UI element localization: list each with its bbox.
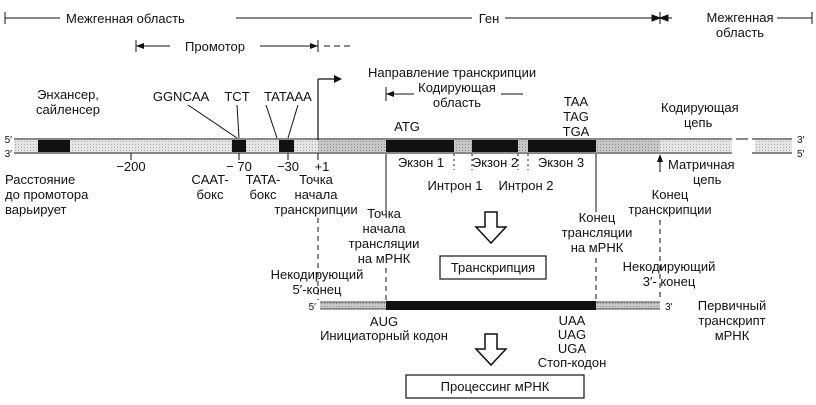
stop-dna-taa: TAA [564, 94, 589, 109]
stop-rna-uaa: UAA [559, 313, 586, 328]
tx-end-label-2: транскрипции [628, 202, 711, 217]
stop-rna-uag: UAG [558, 327, 586, 342]
transcription-box: Транскрипция [439, 255, 547, 280]
dna-3prime-top: 3′ [797, 135, 805, 146]
dna-5prime-top: 5′ [5, 135, 13, 146]
caat-box-label-1: CAAT- [191, 172, 228, 187]
down-arrow-transcription [474, 211, 508, 245]
intron2-block [518, 140, 528, 152]
caat-box-label-2: бокс [196, 187, 224, 202]
tct-label: TCT [224, 89, 249, 104]
pos-plus1: +1 [315, 159, 330, 174]
enhancer-label-2: сайленсер [36, 102, 100, 117]
pos-minus70: − 70 [226, 159, 252, 174]
tl-start-label-1: Точка [367, 206, 402, 221]
aug-label: AUG [370, 314, 398, 329]
exon3-label: Экзон 3 [538, 155, 584, 170]
pos-minus30: −30 [277, 159, 299, 174]
tataaa-label: TATAAA [264, 89, 312, 104]
promoter-bracket [135, 40, 354, 52]
rna-utr3 [596, 302, 660, 309]
tl-start-label-3: трансляции [349, 236, 420, 251]
transcription-box-label: Транскрипция [451, 260, 535, 275]
coding-strand-label-1: Кодирующая [661, 100, 739, 115]
intergenic-right-label-2: область [716, 25, 764, 40]
rna-3prime: 3′ [665, 302, 673, 313]
exon1-label: Экзон 1 [398, 155, 444, 170]
dna-3prime-bottom: 3′ [5, 149, 13, 160]
tata-box-block [279, 140, 294, 152]
caat-box-block [232, 140, 246, 152]
intergenic-right-label-1: Межгенная [706, 10, 773, 25]
atg-label: ATG [394, 119, 420, 134]
coding-region-bracket [385, 87, 523, 101]
coding-strand-label-2: цепь [684, 115, 713, 130]
tl-end-label-2: трансляции [562, 225, 633, 240]
processing-box: Процессинг мРНК [405, 374, 585, 399]
promoter-label: Промотор [185, 39, 245, 54]
stop-codon-label: Стоп-кодон [538, 355, 607, 370]
template-strand-arrow [657, 154, 663, 172]
stop-dna-tag: TAG [563, 109, 589, 124]
tx-start-label-2: начала [295, 187, 339, 202]
dna-double-strand [14, 138, 792, 154]
exon2-label: Экзон 2 [472, 155, 518, 170]
tx-start-label-1: Точка [299, 172, 334, 187]
distance-label-1: Расстояние [5, 172, 75, 187]
stop-dna-tga: TGA [563, 124, 590, 139]
tl-start-label-4: на мРНК [358, 251, 411, 266]
coding-region-label-2: область [433, 95, 481, 110]
tl-end-label-3: на мРНК [571, 240, 624, 255]
tata-box-label-2: бокс [249, 187, 277, 202]
processing-box-label: Процессинг мРНК [441, 379, 550, 394]
distance-label-3: варьирует [5, 202, 66, 217]
enhancer-label-1: Энхансер, [37, 87, 99, 102]
motif-pointers [187, 104, 299, 139]
distance-label-2: до промотора [5, 187, 89, 202]
template-strand-label-1: Матричная [668, 157, 735, 172]
region-bar [4, 12, 813, 24]
primary-transcript-label-3: мРНК [715, 328, 750, 343]
primary-transcript-label-2: транскрипт [698, 313, 765, 328]
exon2-block [472, 140, 518, 152]
utr5-region [318, 140, 386, 152]
intron1-label: Интрон 1 [428, 178, 483, 193]
exon3-block [528, 140, 596, 152]
rna-5prime: 5′ [309, 302, 317, 313]
transcription-direction-label: Направление транскрипции [368, 65, 536, 80]
template-strand-label-2: цепь [693, 172, 722, 187]
ggncaa-label: GGNCAA [153, 89, 210, 104]
tl-end-label-1: Конец [579, 210, 616, 225]
down-arrow-processing [474, 333, 508, 367]
tx-end-label-1: Конец [652, 187, 689, 202]
utr3-region [596, 140, 660, 152]
stop-rna-uga: UGA [558, 341, 587, 356]
tx-start-label-3: транскрипции [274, 202, 357, 217]
tx-start-arrow [317, 75, 342, 140]
intron2-label: Интрон 2 [499, 178, 554, 193]
position-ticks [130, 153, 319, 160]
gene-label: Ген [479, 11, 500, 26]
rna-utr5 [320, 302, 386, 309]
noncoding5-label-1: Некодирующий [271, 267, 364, 282]
intergenic-left-label: Межгенная область [66, 11, 185, 26]
coding-region-label-1: Кодирующая [418, 80, 496, 95]
noncoding5-label-2: 5′-конец [293, 282, 342, 297]
noncoding3-label-1: Некодирующий [623, 259, 716, 274]
initiator-codon-label: Инициаторный кодон [320, 328, 448, 343]
intron1-block [454, 140, 472, 152]
enhancer-block [38, 140, 70, 152]
tata-box-label-1: TATA- [246, 172, 281, 187]
exon1-block [386, 140, 454, 152]
pos-minus200: −200 [116, 159, 145, 174]
noncoding3-label-2: 3′- конец [643, 274, 696, 289]
rna-coding [386, 301, 596, 310]
dna-5prime-bottom: 5′ [797, 149, 805, 160]
primary-transcript [320, 301, 660, 310]
primary-transcript-label-1: Первичный [698, 298, 767, 313]
mapping-lines [317, 154, 661, 300]
tl-start-label-2: начала [363, 221, 407, 236]
